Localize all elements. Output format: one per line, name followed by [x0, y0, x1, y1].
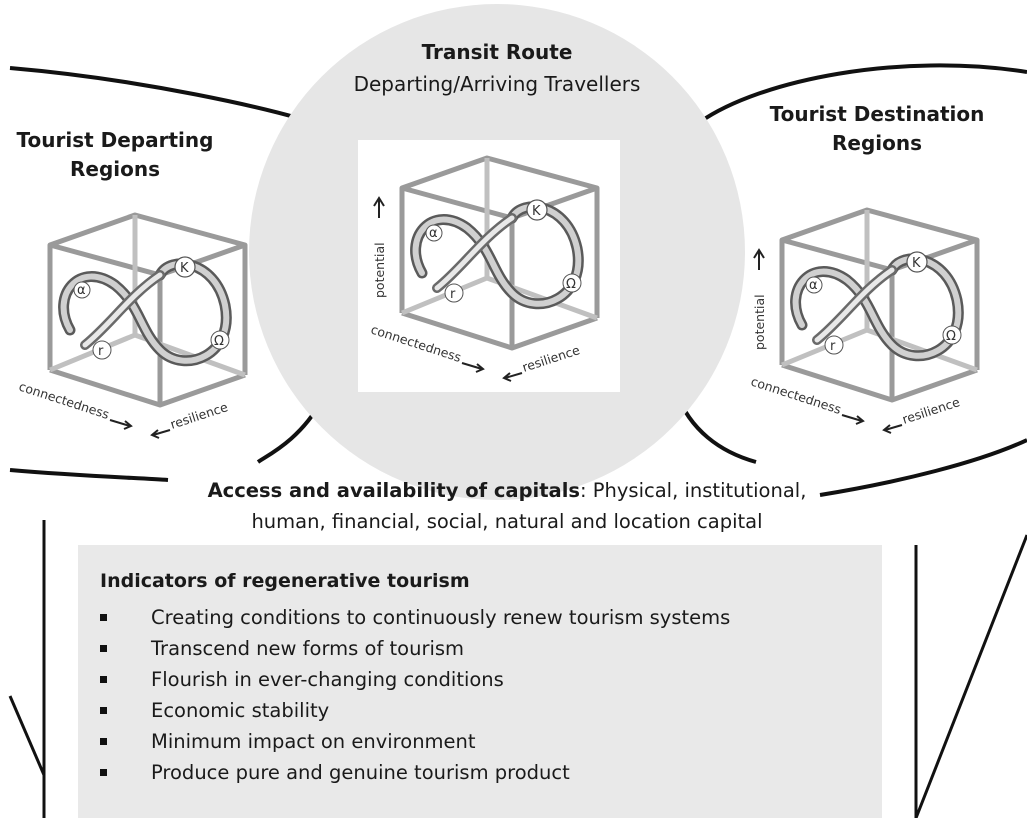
r-label: r	[450, 287, 456, 302]
kappa-label: K	[532, 204, 541, 219]
omega-label: Ω	[566, 277, 576, 292]
capitals-statement: Access and availability of capitals: Phy…	[160, 475, 854, 537]
omega-label: Ω	[214, 334, 224, 349]
potential-axis-label: potential	[752, 294, 767, 350]
panarchy-cycle-diagram: K α r Ω potential connectedness resilien…	[369, 155, 600, 382]
departing-region-circle	[9, 66, 299, 120]
indicators-title: Indicators of regenerative tourism	[100, 570, 470, 592]
departing-title-line1: Tourist Departing	[16, 128, 214, 152]
funnel-line-left-diagonal	[8, 695, 46, 776]
indicator-item: Flourish in ever-changing conditions	[100, 664, 730, 695]
indicators-list: Creating conditions to continuously rene…	[100, 602, 730, 788]
destination-region-title: Tourist Destination Regions	[752, 100, 1002, 158]
resilience-axis-label: resilience	[520, 342, 582, 375]
indicator-item: Produce pure and genuine tourism product	[100, 757, 730, 788]
panarchy-cube-destination: K α r Ω potential connectedness resilien…	[742, 200, 992, 439]
resilience-axis-label: resilience	[900, 394, 962, 427]
panarchy-cube-transit: K α r Ω potential connectedness resilien…	[362, 148, 612, 387]
kappa-label: K	[912, 256, 921, 271]
resilience-axis-label: resilience	[168, 399, 230, 432]
panarchy-cycle-diagram: K α r Ω connectedness resilience	[17, 212, 248, 439]
transit-route-subtitle: Departing/Arriving Travellers	[353, 72, 641, 96]
capitals-line2: human, financial, social, natural and lo…	[251, 510, 763, 533]
kappa-label: K	[180, 261, 189, 276]
capitals-list-part1: : Physical, institutional,	[580, 479, 807, 502]
departing-title-line2: Regions	[69, 157, 161, 181]
panarchy-cycle-diagram: K α r Ω potential connectedness resilien…	[749, 207, 980, 434]
destination-region-circle	[698, 63, 1027, 124]
funnel-line-right-diagonal	[914, 534, 1027, 818]
destination-region-circle-bottom	[819, 438, 1027, 497]
alpha-label: α	[809, 278, 818, 293]
destination-title-line2: Regions	[831, 131, 923, 155]
indicator-item: Creating conditions to continuously rene…	[100, 602, 730, 633]
destination-title-line1: Tourist Destination	[769, 102, 985, 126]
departing-region-circle-bottom	[9, 468, 169, 482]
capitals-line1: Access and availability of capitals: Phy…	[160, 475, 854, 506]
transit-route-title: Transit Route	[421, 40, 573, 64]
alpha-label: α	[77, 283, 86, 298]
potential-axis-label: potential	[372, 242, 387, 298]
r-label: r	[98, 344, 104, 359]
panarchy-cube-departing: K α r Ω connectedness resilience	[10, 205, 260, 444]
alpha-label: α	[429, 226, 438, 241]
indicator-item: Economic stability	[100, 695, 730, 726]
departing-region-title: Tourist Departing Regions	[10, 126, 220, 184]
r-label: r	[830, 339, 836, 354]
indicators-panel: Indicators of regenerative tourism Creat…	[78, 545, 882, 818]
omega-label: Ω	[946, 329, 956, 344]
indicator-item: Transcend new forms of tourism	[100, 633, 730, 664]
indicator-item: Minimum impact on environment	[100, 726, 730, 757]
capitals-heading: Access and availability of capitals	[207, 479, 580, 502]
